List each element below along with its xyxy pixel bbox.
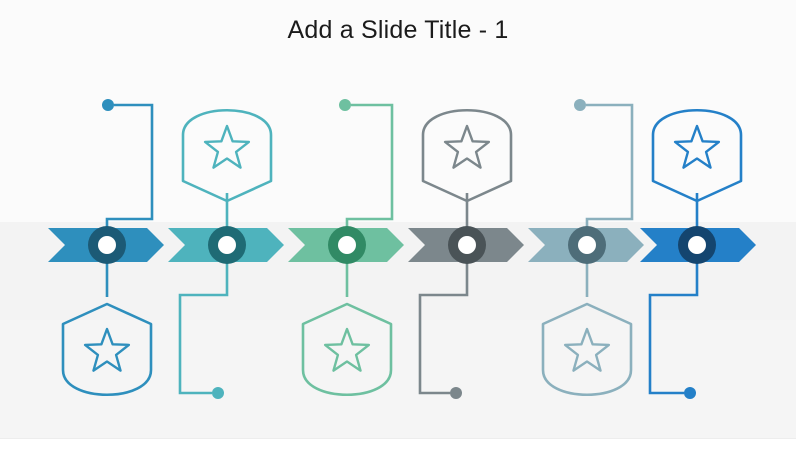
connector-dot-step-1 <box>102 99 114 111</box>
badge-shield-step-1 <box>61 302 153 396</box>
node-step-4[interactable] <box>448 226 486 264</box>
badge-step-4 <box>421 109 513 203</box>
node-step-5[interactable] <box>568 226 606 264</box>
node-center-step-3 <box>338 236 356 254</box>
node-center-step-2 <box>218 236 236 254</box>
node-center-step-4 <box>458 236 476 254</box>
connector-step-5 <box>574 99 634 297</box>
connector-path-step-2 <box>178 263 229 395</box>
node-step-6[interactable] <box>678 226 716 264</box>
connector-dot-step-5 <box>574 99 586 111</box>
badge-step-1 <box>61 302 153 396</box>
badge-shield-step-2 <box>181 109 273 203</box>
connector-step-2 <box>178 193 229 399</box>
node-center-step-1 <box>98 236 116 254</box>
badge-step-2 <box>181 109 273 203</box>
badge-shield-step-5 <box>541 302 633 396</box>
connector-dot-step-3 <box>339 99 351 111</box>
star-icon <box>443 124 491 169</box>
star-icon <box>83 327 131 372</box>
connector-step-4 <box>418 193 469 399</box>
connector-path-step-3 <box>345 103 394 227</box>
badge-shield-step-4 <box>421 109 513 203</box>
connector-step-6 <box>648 193 699 399</box>
badge-shield-step-3 <box>301 302 393 396</box>
star-icon <box>203 124 251 169</box>
node-step-1[interactable] <box>88 226 126 264</box>
connector-step-1 <box>102 99 154 297</box>
connector-path-step-6 <box>648 263 699 395</box>
node-step-2[interactable] <box>208 226 246 264</box>
badge-step-5 <box>541 302 633 396</box>
connector-path-step-5 <box>585 103 634 227</box>
node-center-step-6 <box>688 236 706 254</box>
star-icon <box>673 124 721 169</box>
connector-dot-step-4 <box>450 387 462 399</box>
node-center-step-5 <box>578 236 596 254</box>
connector-path-step-4 <box>418 263 469 395</box>
connector-path-step-1 <box>105 103 154 227</box>
node-step-3[interactable] <box>328 226 366 264</box>
connector-step-3 <box>339 99 394 297</box>
star-icon <box>563 327 611 372</box>
badge-step-6 <box>651 109 743 203</box>
star-icon <box>323 327 371 372</box>
badge-shield-step-6 <box>651 109 743 203</box>
connector-dot-step-6 <box>684 387 696 399</box>
connector-dot-step-2 <box>212 387 224 399</box>
badge-step-3 <box>301 302 393 396</box>
page-title: Add a Slide Title - 1 <box>287 16 509 44</box>
